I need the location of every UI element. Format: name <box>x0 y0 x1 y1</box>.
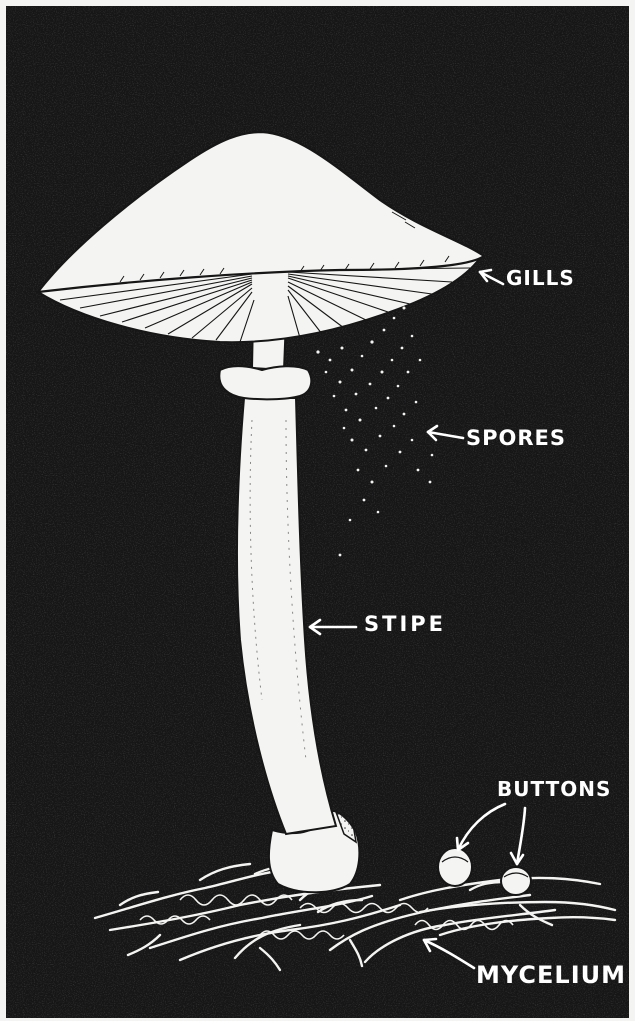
buttons-label: BUTTONS <box>497 777 611 801</box>
stipe-label: STIPE <box>364 612 446 636</box>
gills-label: GILLS <box>506 266 575 290</box>
button-right <box>501 867 531 895</box>
spores-label: SPORES <box>466 426 566 450</box>
annulus-ring <box>219 366 311 399</box>
mycelium-label: MYCELIUM <box>476 961 626 989</box>
button-left <box>438 848 472 886</box>
